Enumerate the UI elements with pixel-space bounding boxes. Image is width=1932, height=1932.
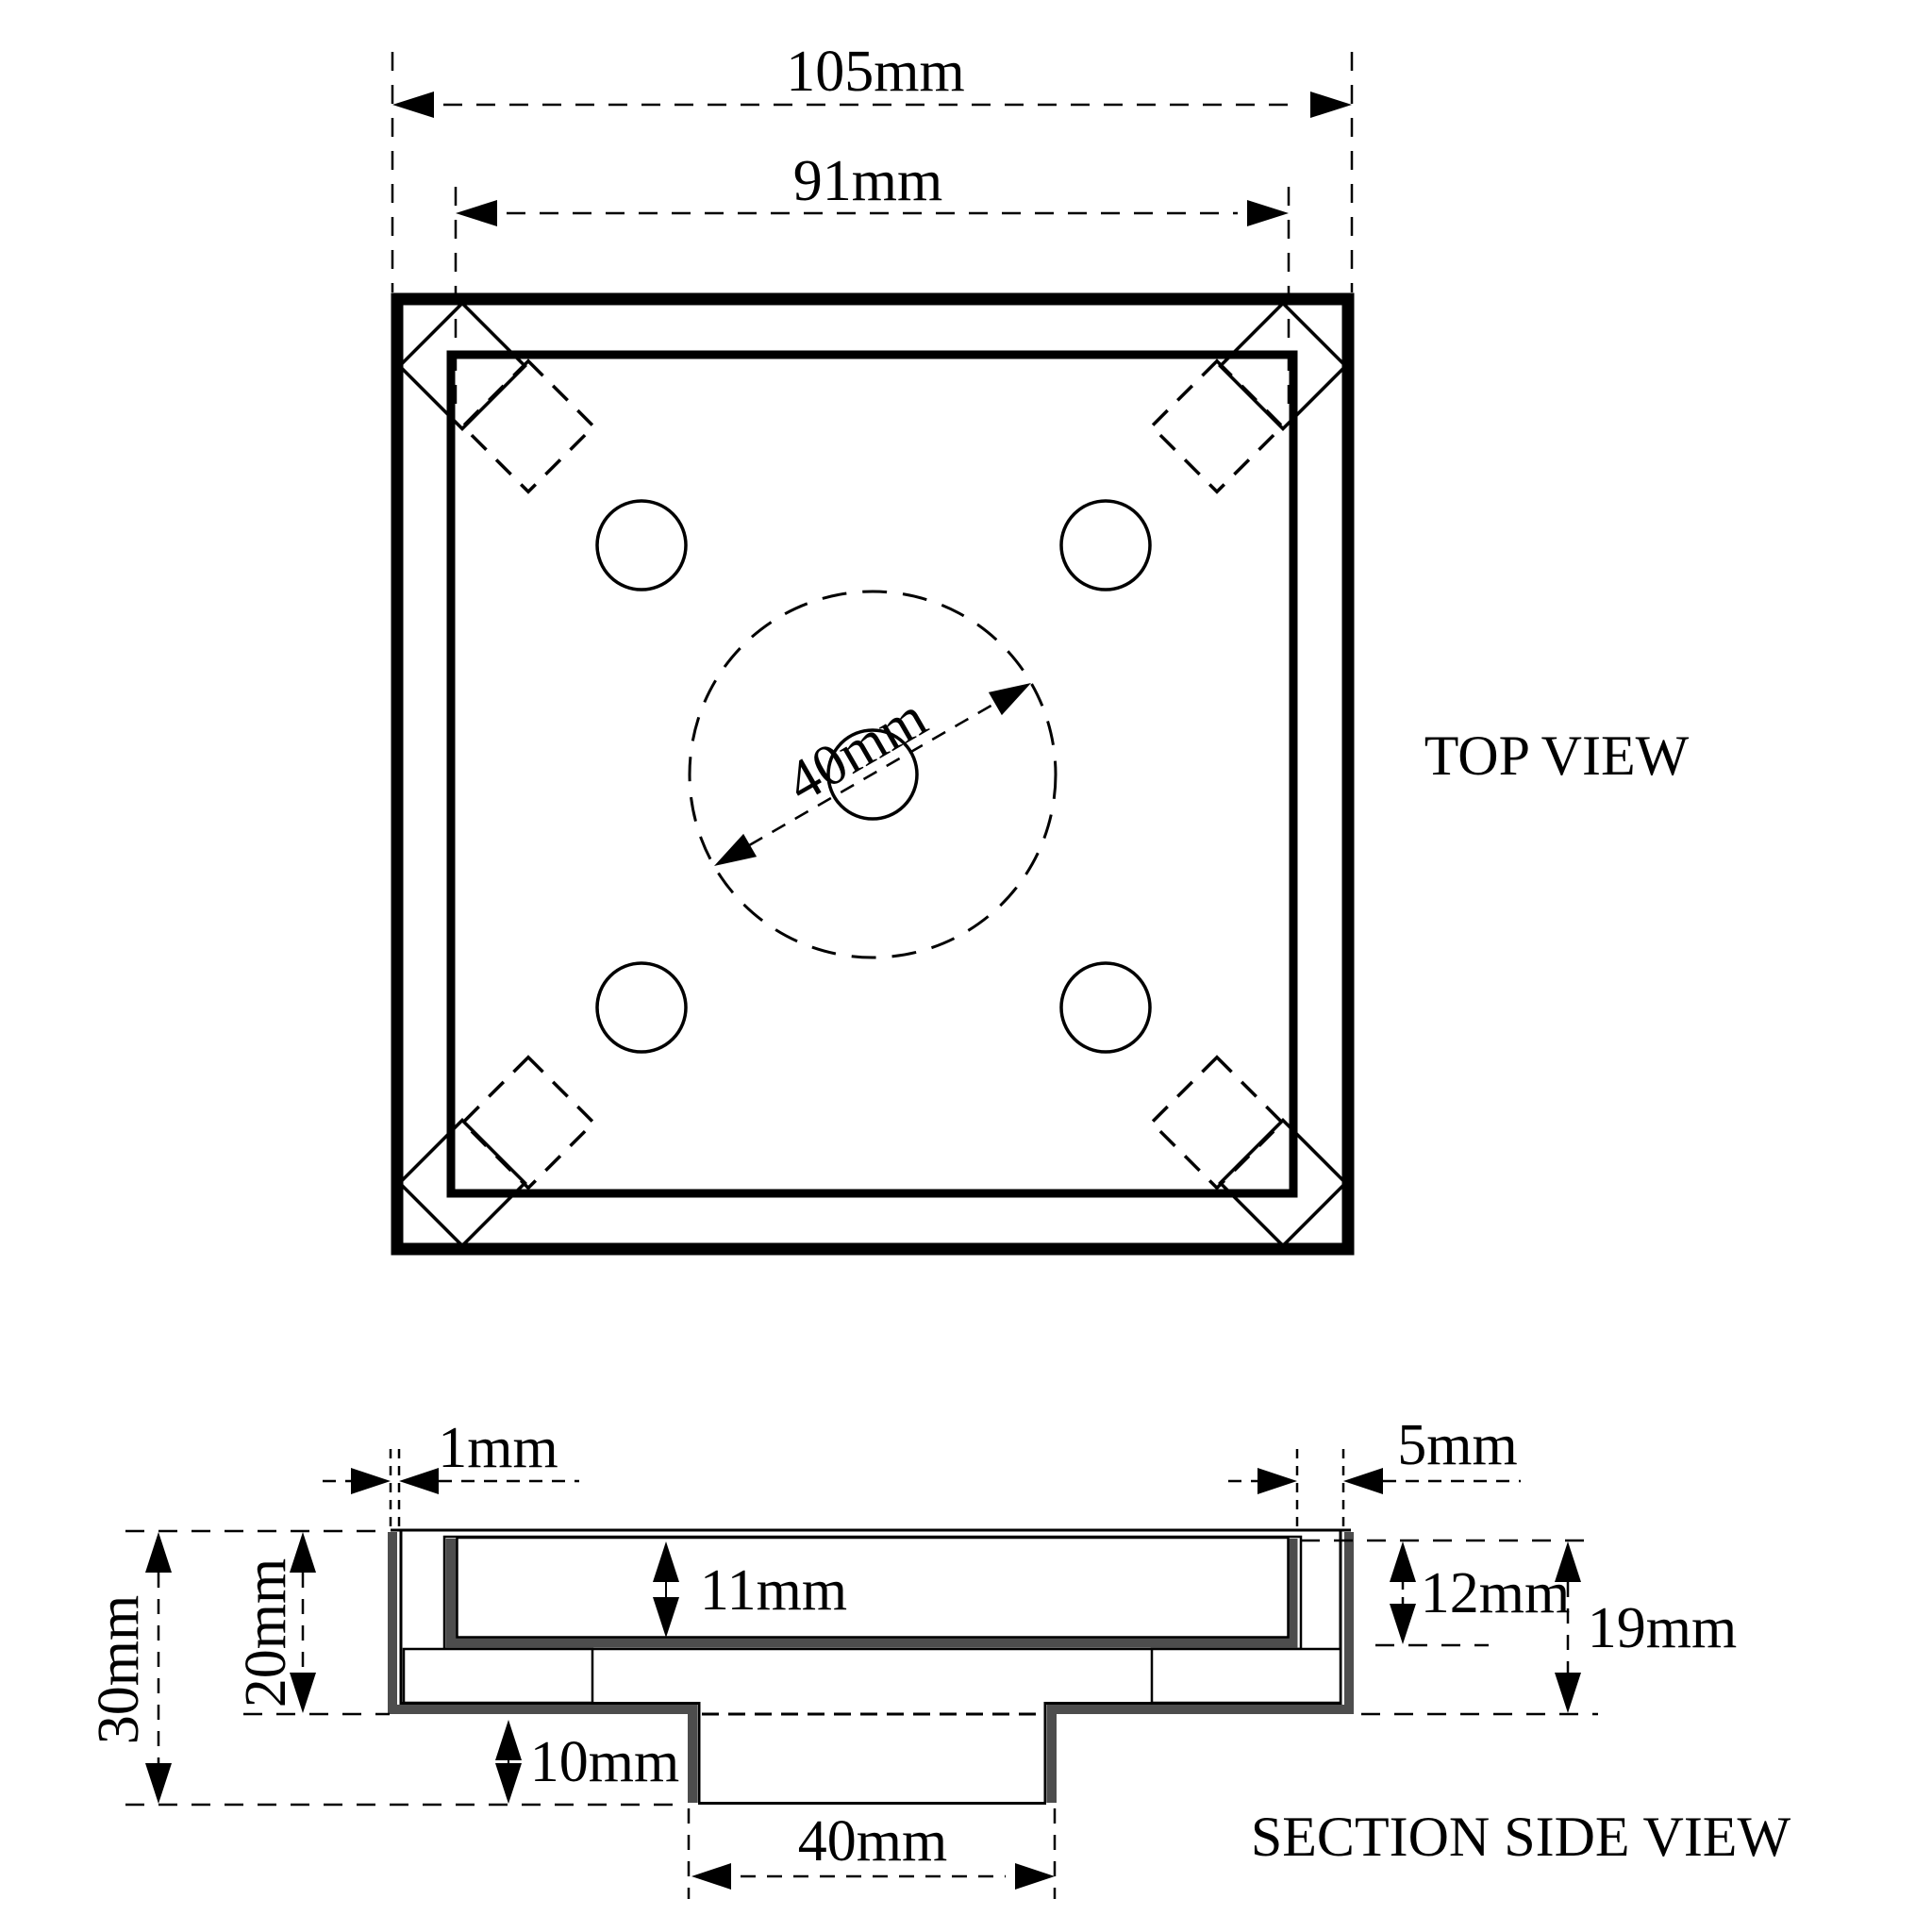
bolt-hole-bottom-right [1059,961,1152,1054]
dim-lip-1mm: 1mm [323,1416,579,1526]
arrowhead [1247,200,1289,226]
dim-inner-91mm: 91mm [454,149,1291,406]
recess-outline-outer [442,1535,1303,1651]
center-hole [826,728,919,821]
top-view-title: TOP VIEW [1424,724,1690,787]
arrowhead [1390,1604,1416,1644]
arrowhead [1015,1863,1055,1890]
section-view-title: SECTION SIDE VIEW [1251,1806,1791,1868]
dim-cavity-20mm: 20mm [234,1532,390,1716]
dim-line [725,688,1020,860]
corner-slot-dashed-bottom-left [460,1055,596,1191]
dim-body-19mm: 19mm [1361,1541,1737,1716]
arrowhead [1555,1541,1581,1582]
arrowhead [351,1468,391,1494]
arrowhead [145,1532,172,1573]
bolt-hole-top-left [595,499,688,591]
corner-diamond-bottom-left [397,1118,527,1248]
recess-wall [445,1539,1298,1648]
dim-label-11mm: 11mm [700,1558,847,1623]
pitch-circle-dashed [688,590,1058,959]
dim-recess-11mm: 11mm [653,1541,847,1638]
arrowhead [495,1720,522,1760]
arrowhead [392,92,434,118]
lug-right [1150,1647,1342,1705]
top-view: 40mm 105mm 91mm TOP VIEW [391,40,1690,1256]
dim-outer-105mm: 105mm [391,40,1354,292]
arrowhead [290,1532,316,1573]
dim-offset-5mm: 5mm [1228,1413,1521,1526]
corner-diamond-top-left [397,301,527,431]
dim-outlet-height-10mm: 10mm [495,1720,679,1804]
arrowhead [1310,92,1352,118]
corner-diamond-top-right [1218,301,1348,431]
inner-square [446,350,1298,1198]
dim-outlet-width-40mm: 40mm [687,1808,1057,1899]
arrowhead [691,1863,731,1890]
arrowhead [1257,1468,1297,1494]
dim-label-20mm: 20mm [234,1558,298,1707]
arrowhead [988,683,1031,716]
dim-label-40mm-outlet: 40mm [798,1809,947,1874]
arrowhead [456,200,497,226]
outer-square [391,292,1355,1256]
arrowhead [399,1468,439,1494]
dim-label-91mm: 91mm [793,149,942,213]
recess-outline-inner [456,1536,1290,1639]
section-side-view: 1mm 5mm 11mm 12mm [87,1413,1790,1899]
arrowhead [653,1597,679,1638]
dim-label-5mm: 5mm [1397,1413,1517,1477]
arrowhead [1555,1673,1581,1713]
arrowhead [145,1763,172,1804]
dim-label-105mm: 105mm [786,40,964,104]
section-wall-right [1047,1532,1354,1803]
arrowhead [653,1541,679,1582]
dim-label-10mm: 10mm [530,1730,679,1794]
dim-total-30mm: 30mm [87,1529,681,1807]
corner-slot-dashed-top-left [460,358,596,494]
dim-label-19mm: 19mm [1588,1596,1737,1660]
corner-diamond-bottom-right [1218,1118,1348,1248]
dim-label-30mm: 30mm [87,1595,151,1744]
dim-label-1mm: 1mm [438,1416,558,1480]
arrowhead [495,1763,522,1804]
dim-flange-12mm: 12mm [1301,1539,1596,1647]
lug-left [402,1647,594,1705]
dim-circle-40mm: 40mm [714,683,1031,866]
section-wall-left [388,1532,697,1803]
arrowhead [714,833,758,866]
bolt-hole-top-right [1059,499,1152,591]
arrowhead [1390,1541,1416,1582]
arrowhead [1343,1468,1383,1494]
corner-slot-dashed-bottom-right [1149,1055,1285,1191]
bolt-hole-bottom-left [595,961,688,1054]
dim-label-12mm: 12mm [1421,1561,1570,1625]
corner-slot-dashed-top-right [1149,358,1285,494]
arrowhead [290,1673,316,1713]
